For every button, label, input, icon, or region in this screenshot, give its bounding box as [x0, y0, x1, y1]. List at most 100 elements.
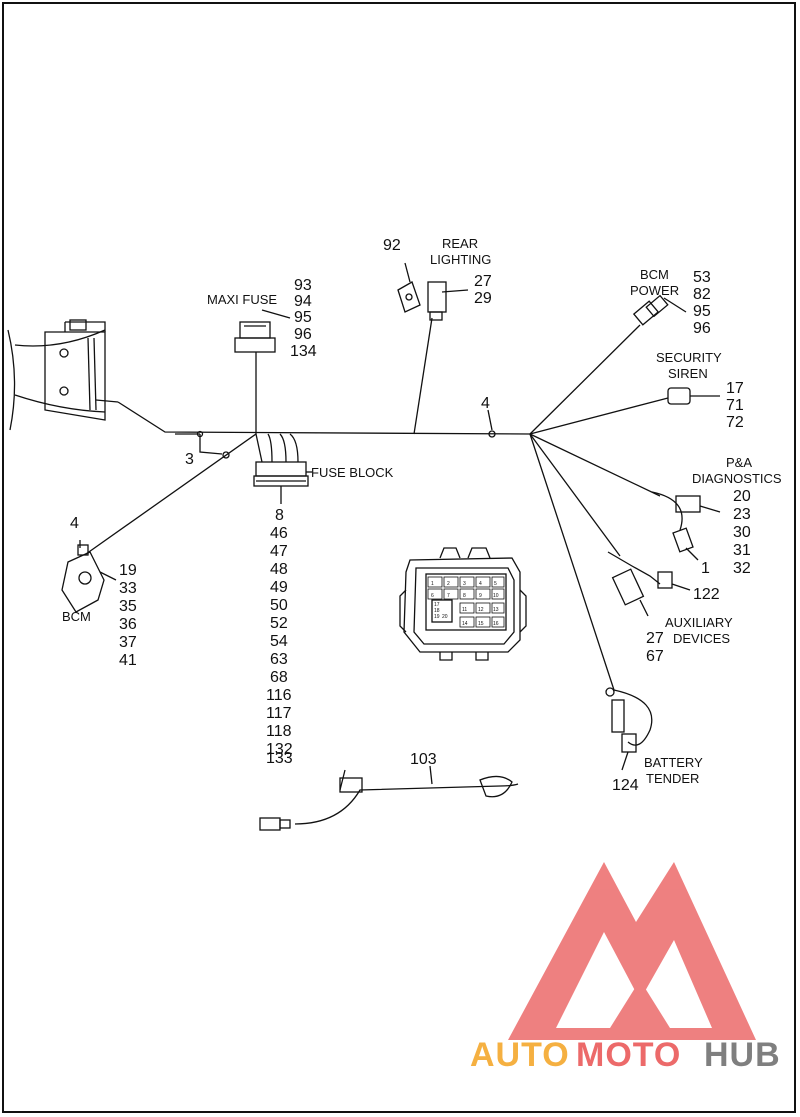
fuse-block-num: 54 [270, 633, 288, 650]
auxiliary-devices-num: 67 [646, 648, 664, 665]
pin-label: 6 [431, 593, 434, 599]
rear-lighting-connector [427, 281, 469, 321]
rear-lighting-label-1: REAR [442, 236, 478, 251]
pin-label: 15 [478, 621, 484, 627]
fuse-block-num: 49 [270, 579, 288, 596]
fuse-block-num: 48 [270, 561, 288, 578]
auxiliary-devices-label-1: AUXILIARY [665, 615, 733, 630]
security-siren-connector [667, 387, 720, 405]
callout-92: 92 [383, 237, 401, 254]
connector-face-view [399, 547, 527, 661]
maxi-fuse-num: 93 [294, 277, 312, 294]
cable-103 [259, 765, 519, 831]
pin-label: 18 [434, 608, 440, 614]
pa-diagnostics-label-1: P&A [726, 455, 752, 470]
connector-pin-grid [427, 576, 505, 628]
pin-label: 16 [493, 621, 499, 627]
battery-tender-label-1: BATTERY [644, 755, 703, 770]
watermark-logo [508, 862, 756, 1040]
security-siren-num: 71 [726, 397, 744, 414]
pa-diagnostics-num: 20 [733, 488, 751, 505]
pin-label: 7 [447, 593, 450, 599]
fuse-block-num: 46 [270, 525, 288, 542]
pin-label: 5 [494, 581, 497, 587]
fuse-block-num: 132 [266, 741, 293, 758]
rear-lighting-num: 27 [474, 273, 492, 290]
pin-label: 19 [434, 614, 440, 620]
bcm-num: 37 [119, 634, 137, 651]
fuse-block-num: 47 [270, 543, 288, 560]
bcm-power-label-2: POWER [630, 283, 679, 298]
fuse-block-connector [253, 461, 312, 504]
pin-label: 9 [479, 593, 482, 599]
fuse-block-num: 117 [266, 705, 292, 722]
pa-diagnostics-label-2: DIAGNOSTICS [692, 471, 782, 486]
maxi-fuse-num: 134 [290, 343, 317, 360]
bcm-module [61, 540, 117, 613]
watermark-moto: MOTO [576, 1036, 681, 1074]
pin-label: 10 [493, 593, 499, 599]
callout-1: 1 [701, 560, 710, 577]
rear-lighting-label-2: LIGHTING [430, 252, 491, 267]
bcm-num: 36 [119, 616, 137, 633]
pa-diagnostics-num: 23 [733, 506, 751, 523]
connector-92-part [397, 262, 421, 313]
security-siren-label-1: SECURITY [656, 350, 722, 365]
fuse-block-num: 68 [270, 669, 288, 686]
bcm-power-num: 95 [693, 303, 711, 320]
bcm-num: 35 [119, 598, 137, 615]
pin-label: 11 [462, 607, 467, 613]
fuse-block-num: 63 [270, 651, 288, 668]
auxiliary-devices-num: 27 [646, 630, 664, 647]
maxi-fuse-num: 95 [294, 309, 312, 326]
bcm-power-num: 96 [693, 320, 711, 337]
bcm-num: 41 [119, 652, 137, 669]
pin-label: 14 [462, 621, 468, 627]
maxi-fuse-label: MAXI FUSE [207, 292, 277, 307]
fuse-block-label: FUSE BLOCK [311, 465, 394, 480]
battery-tender-connector [605, 687, 653, 771]
bcm-power-num: 53 [693, 269, 711, 286]
pa-diagnostics-num: 32 [733, 560, 751, 577]
callout-4-top: 4 [481, 395, 490, 412]
maxi-fuse-connector [234, 309, 291, 353]
pin-label: 8 [463, 593, 466, 599]
callout-4-bcm: 4 [70, 515, 79, 532]
watermark-text: AUTO MOTO HUB [470, 1036, 780, 1074]
watermark-auto: AUTO [470, 1036, 570, 1074]
bcm-num: 33 [119, 580, 137, 597]
bcm-power-connector [632, 294, 687, 326]
callout-122: 122 [693, 586, 720, 603]
fuse-block-num: 8 [275, 507, 284, 524]
pin-label: 20 [442, 614, 448, 620]
rear-lighting-num: 29 [474, 290, 492, 307]
auxiliary-devices-label-2: DEVICES [673, 631, 730, 646]
fuse-block-num: 118 [266, 723, 292, 740]
pin-label: 17 [434, 602, 440, 608]
pin-label: 3 [463, 581, 466, 587]
fuse-block-num: 116 [266, 687, 292, 704]
callout-3: 3 [185, 451, 194, 468]
fuse-block-num: 133 [266, 750, 293, 767]
pa-diagnostics-connector [651, 491, 721, 561]
security-siren-num: 17 [726, 380, 744, 397]
pin-label: 13 [493, 607, 499, 613]
callout-103: 103 [410, 751, 437, 768]
fuse-block-num: 50 [270, 597, 288, 614]
callout-124: 124 [612, 777, 639, 794]
battery-tender-label-2: TENDER [646, 771, 699, 786]
auxiliary-devices-connector [607, 551, 691, 617]
pin-label: 1 [431, 581, 434, 587]
security-siren-label-2: SIREN [668, 366, 708, 381]
pin-label: 12 [478, 607, 484, 613]
frame-bracket [7, 319, 119, 431]
bcm-power-num: 82 [693, 286, 711, 303]
fuse-block-num: 52 [270, 615, 288, 632]
bcm-power-label-1: BCM [640, 267, 669, 282]
security-siren-num: 72 [726, 414, 744, 431]
pa-diagnostics-num: 30 [733, 524, 751, 541]
pa-diagnostics-num: 31 [733, 542, 751, 559]
pin-label: 4 [479, 581, 482, 587]
